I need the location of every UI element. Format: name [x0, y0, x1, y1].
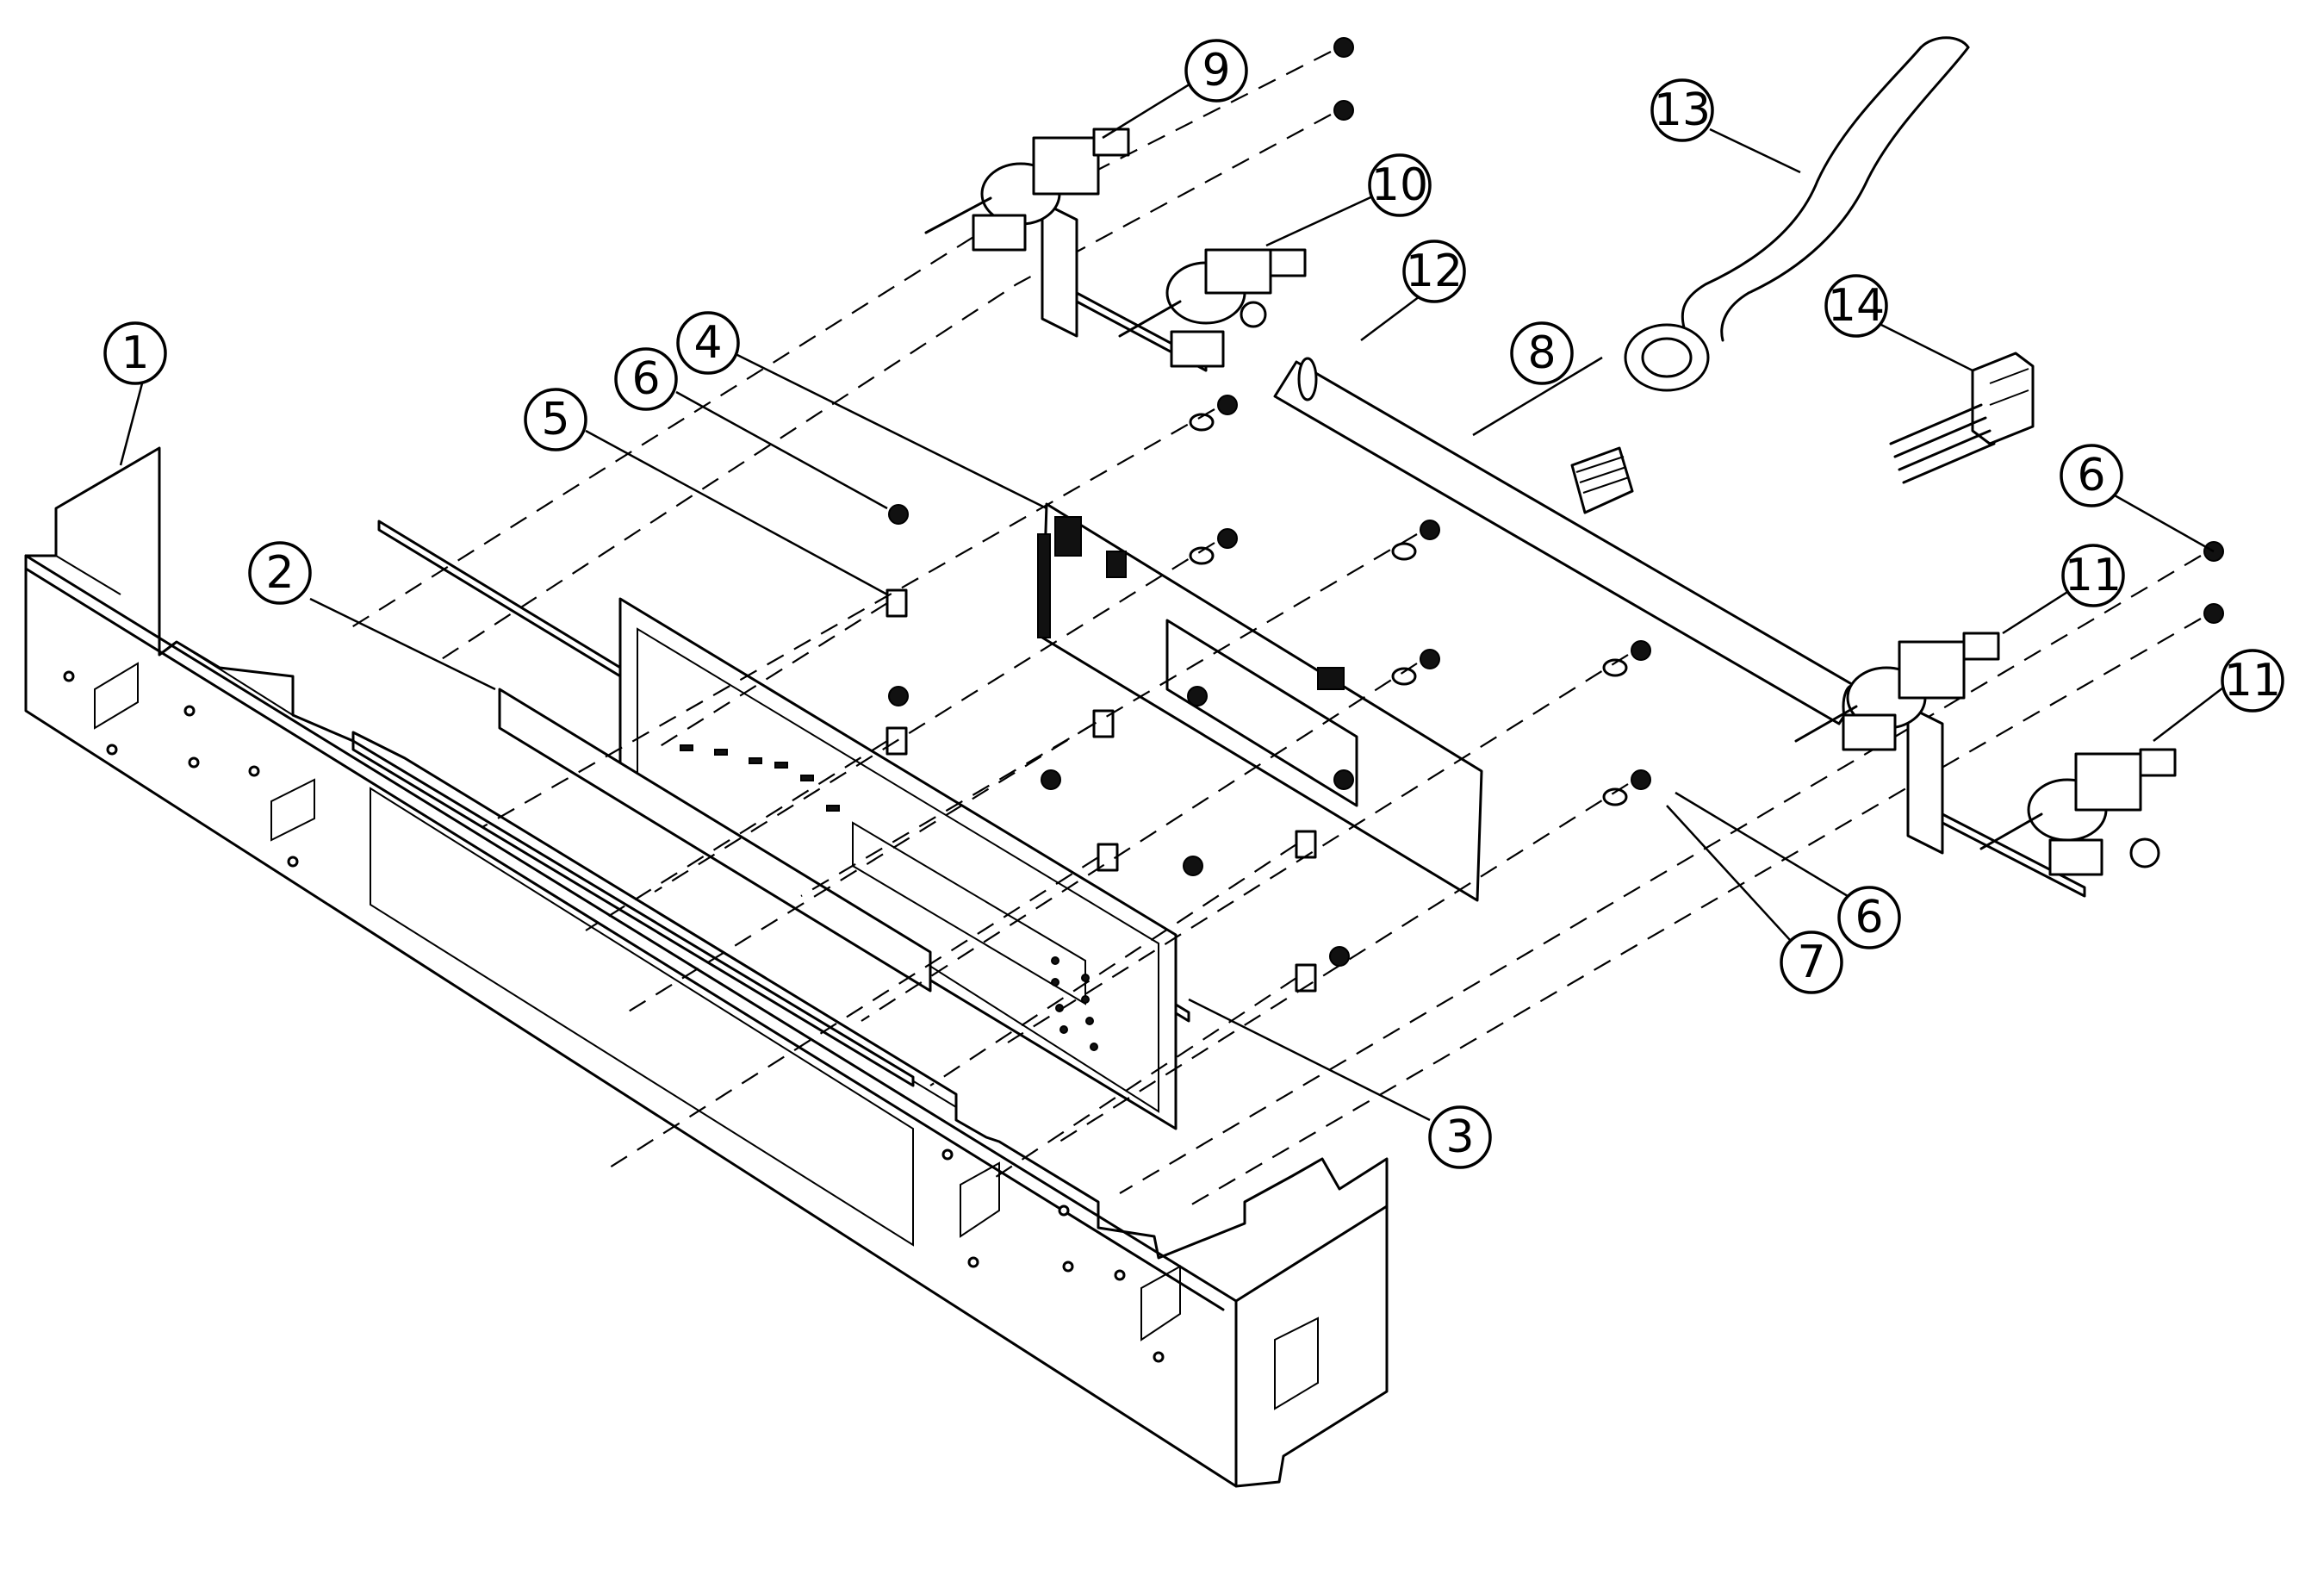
flex-gas-hose — [1624, 36, 1970, 392]
control-panel-frame — [377, 520, 1190, 1130]
callout-label: 7 — [1797, 937, 1825, 988]
callout-2: 2 — [248, 541, 312, 605]
callout-label: 12 — [1406, 246, 1463, 297]
callout-11b: 11 — [2221, 649, 2284, 713]
callout-label: 10 — [1371, 159, 1428, 211]
callout-7: 7 — [1780, 931, 1843, 994]
callout-label: 9 — [1202, 45, 1230, 96]
callout-leaders — [119, 67, 2228, 1122]
fasteners — [885, 37, 2224, 993]
callout-6b: 6 — [2060, 444, 2123, 507]
callout-10: 10 — [1368, 153, 1432, 217]
callout-label: 11 — [2065, 550, 2122, 601]
callout-label: 3 — [1445, 1111, 1474, 1163]
callout-8: 8 — [1510, 321, 1574, 385]
gas-valve-bottom-left — [1794, 632, 2086, 898]
gas-valve-bottom-right — [1979, 748, 2177, 876]
callout-3: 3 — [1428, 1105, 1492, 1169]
callout-label: 13 — [1654, 84, 1711, 136]
callout-11a: 11 — [2061, 544, 2125, 607]
callout-label: 8 — [1527, 327, 1556, 379]
callout-label: 1 — [121, 327, 149, 379]
callout-label: 6 — [631, 353, 660, 405]
callout-label: 11 — [2224, 655, 2281, 706]
callout-label: 6 — [2077, 450, 2105, 501]
wire-connector — [1889, 352, 2035, 484]
callout-label: 4 — [693, 317, 722, 369]
trim-strip — [351, 688, 932, 1087]
callout-13: 13 — [1650, 78, 1714, 142]
callout-label: 5 — [541, 394, 569, 445]
gas-valve-top-right — [1118, 248, 1307, 368]
callout-label: 6 — [1855, 892, 1883, 943]
gas-valve-top-left — [924, 128, 1208, 372]
callout-label: 2 — [265, 547, 294, 599]
callout-1: 1 — [103, 321, 167, 385]
gas-manifold — [1273, 357, 1862, 729]
callout-label: 14 — [1828, 280, 1885, 332]
callout-5: 5 — [524, 388, 587, 451]
callout-6c: 6 — [1837, 886, 1901, 949]
callout-14: 14 — [1824, 274, 1888, 338]
back-panel — [24, 446, 1389, 1488]
callout-4: 4 — [676, 311, 740, 375]
callout-9: 9 — [1184, 39, 1248, 103]
callout-6a: 6 — [614, 347, 678, 411]
callout-12: 12 — [1402, 240, 1466, 303]
circuit-board — [1037, 502, 1483, 902]
